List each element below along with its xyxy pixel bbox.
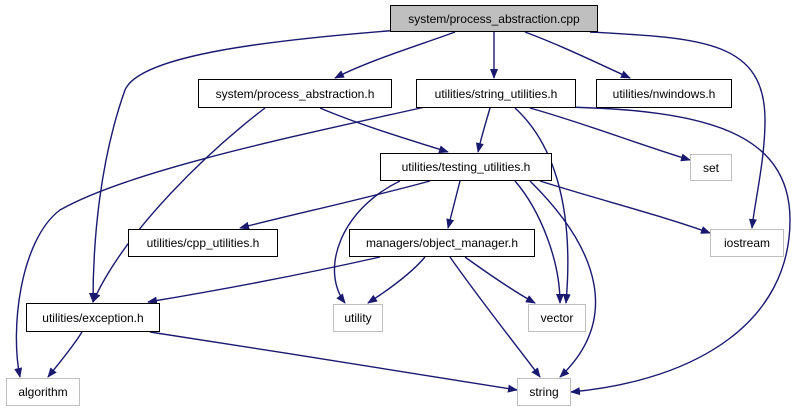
node-iostream[interactable]: iostream — [710, 229, 784, 257]
edge-string-utilities-h-to-testing-utilities-h — [475, 107, 491, 153]
edge-object-manager-h-to-exception-h — [147, 256, 381, 305]
node-process-abstraction-h[interactable]: system/process_abstraction.h — [198, 79, 392, 108]
edge-string-utilities-h-to-algorithm — [14, 106, 426, 378]
node-process-abstraction-cpp[interactable]: system/process_abstraction.cpp — [390, 5, 598, 32]
node-utility[interactable]: utility — [333, 304, 383, 332]
node-algorithm[interactable]: algorithm — [6, 378, 80, 406]
node-cpp-utilities-h[interactable]: utilities/cpp_utilities.h — [128, 229, 278, 257]
node-testing-utilities-h[interactable]: utilities/testing_utilities.h — [380, 153, 552, 181]
node-vector[interactable]: vector — [528, 304, 586, 332]
node-object-manager-h[interactable]: managers/object_manager.h — [349, 229, 535, 257]
edge-testing-utilities-h-to-object-manager-h — [446, 180, 461, 229]
edge-string-utilities-h-to-string — [564, 106, 791, 396]
edge-object-manager-h-to-utility — [367, 256, 426, 304]
edge-process-abstraction-h-to-testing-utilities-h — [319, 107, 449, 154]
edge-testing-utilities-h-to-vector — [514, 180, 564, 304]
edge-exception-h-to-string — [149, 331, 518, 393]
edge-object-manager-h-to-vector — [464, 256, 536, 304]
edge-exception-h-to-algorithm — [47, 331, 83, 378]
node-set[interactable]: set — [690, 154, 732, 181]
edge-root-to-process-abstraction-h — [334, 31, 456, 79]
node-exception-h[interactable]: utilities/exception.h — [26, 303, 160, 332]
node-string-utilities-h[interactable]: utilities/string_utilities.h — [416, 79, 576, 108]
edge-root-to-exception-h — [89, 29, 401, 303]
edge-testing-utilities-h-to-cpp-utilities-h — [239, 180, 431, 230]
edge-string-utilities-h-to-vector — [514, 107, 571, 304]
node-nwindows-h[interactable]: utilities/nwindows.h — [596, 79, 732, 108]
edge-testing-utilities-h-to-iostream — [539, 180, 711, 234]
edge-root-to-nwindows-h — [524, 31, 631, 79]
edge-process-abstraction-h-to-exception-h — [92, 107, 266, 303]
edge-testing-utilities-h-to-string — [529, 180, 597, 378]
edge-root-to-iostream — [589, 31, 766, 229]
edge-object-manager-h-to-string — [449, 256, 541, 378]
edge-string-utilities-h-to-set — [529, 107, 691, 162]
edge-testing-utilities-h-to-utility — [333, 180, 401, 304]
node-string[interactable]: string — [517, 378, 571, 406]
